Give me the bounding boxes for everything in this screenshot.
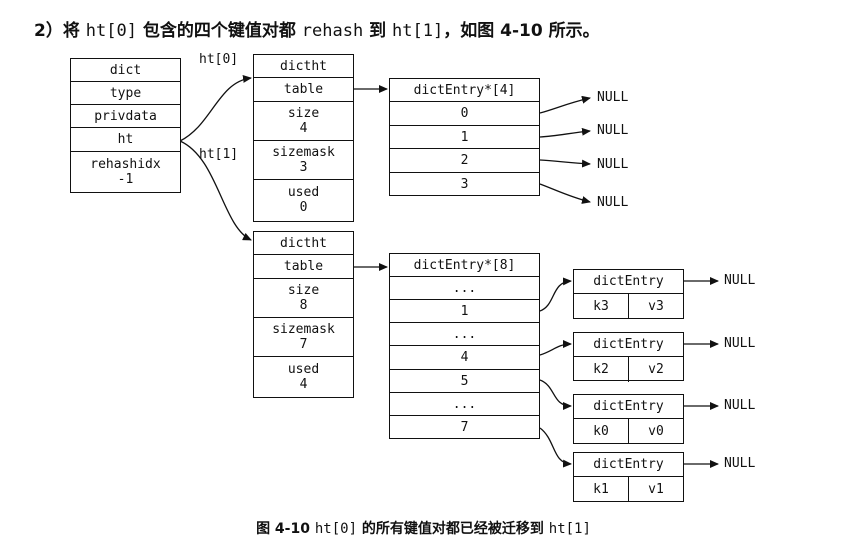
- table1-slot-7: 7: [460, 420, 469, 435]
- rehashidx-value: -1: [117, 171, 134, 187]
- arrow-ht0: [179, 75, 252, 142]
- ht1-size: size 8: [254, 279, 353, 318]
- table1-slot-5: 5: [390, 370, 539, 393]
- dict-title: dict: [71, 59, 180, 82]
- step-heading: 2）将 ht[0] 包含的四个键值对都 rehash 到 ht[1]，如图 4-…: [34, 16, 600, 41]
- heading-suffix: ，如图 4-10 所示。: [443, 21, 600, 41]
- ht1-used-label: used: [287, 361, 320, 377]
- dict-rehashidx: rehashidx -1: [71, 152, 180, 191]
- ht0-sizemask: sizemask 3: [254, 141, 353, 180]
- heading-code-ht1: ht[1]: [392, 21, 444, 41]
- ht1-sizemask-label: sizemask: [272, 322, 335, 337]
- dict-ht: ht: [71, 128, 180, 152]
- ht0-sizemask-value: 3: [299, 160, 308, 175]
- heading-middle2: 到: [363, 21, 393, 41]
- ht0-size: size 4: [254, 102, 353, 141]
- ht1-table: table: [254, 255, 353, 279]
- arrow-null-1: [539, 127, 591, 138]
- rehashidx-label: rehashidx: [90, 156, 161, 172]
- entry-title: dictEntry: [593, 457, 664, 472]
- table0-title: dictEntry*[4]: [390, 79, 539, 102]
- ht1-used: used 4: [254, 357, 353, 396]
- null-label: NULL: [597, 195, 629, 210]
- table0-slot-2: 2: [390, 149, 539, 173]
- table1-slot-ellipsis-b: ...: [390, 323, 539, 346]
- entry-value: v0: [648, 424, 664, 439]
- arrow-null-2: [539, 159, 591, 168]
- ht0-size-label: size: [287, 106, 320, 121]
- entry-key: k0: [574, 419, 629, 444]
- ht0-table: table: [254, 78, 353, 102]
- entry-key: k3: [574, 294, 629, 319]
- table0-array: dictEntry*[4] 0 1 2 3: [389, 78, 540, 196]
- table1-slot-ellipsis-a: ...: [390, 277, 539, 300]
- arrow-ht1: [179, 140, 252, 241]
- ht1-sizemask: sizemask 7: [254, 318, 353, 357]
- caption-code-ht0: ht[0]: [314, 521, 358, 537]
- ht0-sizemask-label: sizemask: [272, 145, 335, 160]
- dict-entry-k2: dictEntry k2 v2: [573, 332, 684, 382]
- table1-slot-4: 4: [390, 346, 539, 370]
- entry-title: dictEntry: [593, 399, 664, 414]
- entry-value: v2: [648, 362, 664, 377]
- ht1-dictht: dictht table size 8 sizemask 7 used 4: [253, 231, 354, 398]
- null-label: NULL: [724, 398, 756, 413]
- ht1-sizemask-value: 7: [299, 337, 308, 352]
- ht0-title: dictht: [254, 55, 353, 78]
- ht0-dictht: dictht table size 4 sizemask 3 used 0: [253, 54, 354, 222]
- heading-code-rehash: rehash: [301, 21, 364, 41]
- null-label: NULL: [724, 456, 756, 471]
- entry-value: v1: [648, 482, 664, 497]
- table0-slot-1: 1: [390, 126, 539, 149]
- dict-type: type: [71, 82, 180, 105]
- ht1-title: dictht: [254, 232, 353, 255]
- entry-key: k2: [574, 357, 629, 382]
- entry-title: dictEntry: [593, 274, 664, 289]
- entry-value: v3: [648, 299, 664, 314]
- null-label: NULL: [597, 123, 629, 138]
- null-label: NULL: [724, 273, 756, 288]
- arrow-null-3: [539, 183, 591, 204]
- null-label: NULL: [724, 336, 756, 351]
- label-ht0: ht[0]: [199, 52, 239, 67]
- heading-middle: 包含的四个键值对都: [136, 21, 302, 41]
- caption-code-ht1: ht[1]: [548, 521, 591, 537]
- label-ht1: ht[1]: [199, 147, 239, 162]
- ht1-used-value: 4: [299, 376, 308, 392]
- figure-caption: 图 4-10 ht[0] 的所有键值对都已经被迁移到 ht[1]: [0, 518, 847, 538]
- arrow-null-0: [539, 95, 591, 114]
- arrow-slot4-entry: [539, 340, 572, 356]
- ht0-used: used 0: [254, 180, 353, 220]
- entry-title: dictEntry: [593, 337, 664, 352]
- caption-fig: 图 4-10: [256, 521, 315, 537]
- caption-middle: 的所有键值对都已经被迁移到: [357, 521, 549, 537]
- dict-privdata: privdata: [71, 105, 180, 128]
- heading-code-ht0: ht[0]: [85, 21, 137, 41]
- arrow-slot1-entry: [539, 277, 572, 312]
- dict-struct: dict type privdata ht rehashidx -1: [70, 58, 181, 193]
- dict-entry-k0: dictEntry k0 v0: [573, 394, 684, 444]
- table0-slot-3: 3: [460, 177, 469, 192]
- table1-slot-ellipsis-c: ...: [390, 393, 539, 416]
- arrow-slot7-entry: [539, 427, 572, 468]
- entry-key: k1: [574, 477, 629, 502]
- heading-prefix: 2）将: [34, 21, 86, 41]
- table0-slot-0: 0: [390, 102, 539, 126]
- ht0-used-value: 0: [299, 200, 308, 215]
- table1-title: dictEntry*[8]: [390, 254, 539, 277]
- ht1-size-label: size: [287, 283, 320, 298]
- null-label: NULL: [597, 157, 629, 172]
- table1-array: dictEntry*[8] ... 1 ... 4 5 ... 7: [389, 253, 540, 439]
- null-label: NULL: [597, 90, 629, 105]
- ht0-size-value: 4: [299, 121, 308, 136]
- dict-entry-k3: dictEntry k3 v3: [573, 269, 684, 319]
- dict-entry-k1: dictEntry k1 v1: [573, 452, 684, 502]
- ht1-size-value: 8: [299, 298, 308, 313]
- table1-slot-1: 1: [390, 300, 539, 323]
- ht0-used-label: used: [287, 185, 320, 200]
- arrow-slot5-entry: [539, 379, 572, 410]
